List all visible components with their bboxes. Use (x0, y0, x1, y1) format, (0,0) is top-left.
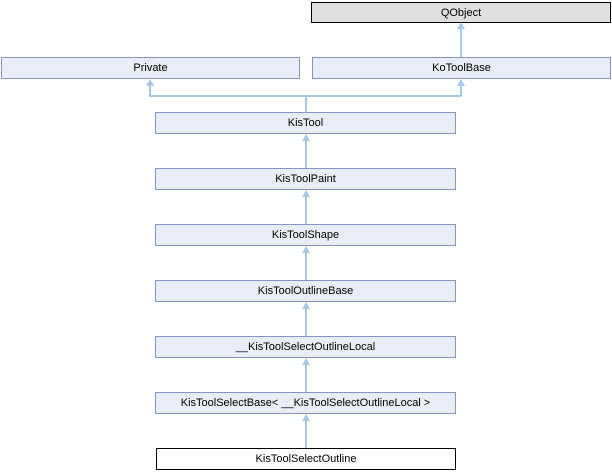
class-label: KisToolShape (271, 229, 340, 241)
class-node-kistoolshape[interactable]: KisToolShape (155, 224, 456, 246)
arrow-up-icon (302, 358, 310, 365)
class-node-kistoolselectoutlinelocal[interactable]: __KisToolSelectOutlineLocal (155, 336, 456, 358)
class-label: KisTool (287, 117, 324, 129)
class-node-kistool[interactable]: KisTool (155, 112, 456, 134)
class-node-kistoolpaint[interactable]: KisToolPaint (155, 168, 456, 190)
class-node-kistoolselectbase[interactable]: KisToolSelectBase< __KisToolSelectOutlin… (155, 392, 456, 414)
inheritance-edge-local-kistooloutlinebase (305, 308, 307, 336)
class-label: KisToolSelectOutline (255, 453, 357, 465)
arrow-up-icon (457, 79, 465, 86)
arrow-up-icon (302, 190, 310, 197)
inheritance-edge-kistool-kotoolbase (460, 85, 462, 96)
class-label: KisToolOutlineBase (257, 285, 354, 297)
class-label: __KisToolSelectOutlineLocal (235, 341, 376, 353)
inheritance-edge-stem (305, 95, 307, 112)
arrow-up-icon (302, 134, 310, 141)
arrow-up-icon (302, 246, 310, 253)
class-node-private[interactable]: Private (1, 57, 300, 79)
arrow-up-icon (457, 22, 465, 29)
class-node-kistooloutlinebase[interactable]: KisToolOutlineBase (155, 280, 456, 302)
inheritance-edge-kistoolselectoutline-kistoolselectbase (305, 420, 307, 448)
class-label: KoToolBase (432, 62, 491, 74)
inheritance-edge-kistoolselectbase-local (305, 364, 307, 392)
arrow-up-icon (146, 79, 154, 86)
class-label: KisToolPaint (275, 173, 336, 185)
class-node-qobject: QObject (311, 2, 611, 23)
inheritance-edge-kistoolpaint-kistool (305, 140, 307, 168)
inheritance-edge-kistool-private (149, 85, 151, 96)
arrow-up-icon (302, 414, 310, 421)
inheritance-edge-kotoolbase-qobject (460, 28, 462, 57)
inheritance-edge-kistoolshape-kistoolpaint (305, 196, 307, 224)
class-node-kistoolselectoutline: KisToolSelectOutline (156, 448, 456, 470)
arrow-up-icon (302, 302, 310, 309)
class-label: Private (133, 62, 168, 74)
inheritance-edge-kistooloutlinebase-kistoolshape (305, 252, 307, 280)
class-node-kotoolbase[interactable]: KoToolBase (312, 57, 611, 79)
class-label: KisToolSelectBase< __KisToolSelectOutlin… (180, 397, 431, 409)
class-label: QObject (440, 6, 482, 19)
